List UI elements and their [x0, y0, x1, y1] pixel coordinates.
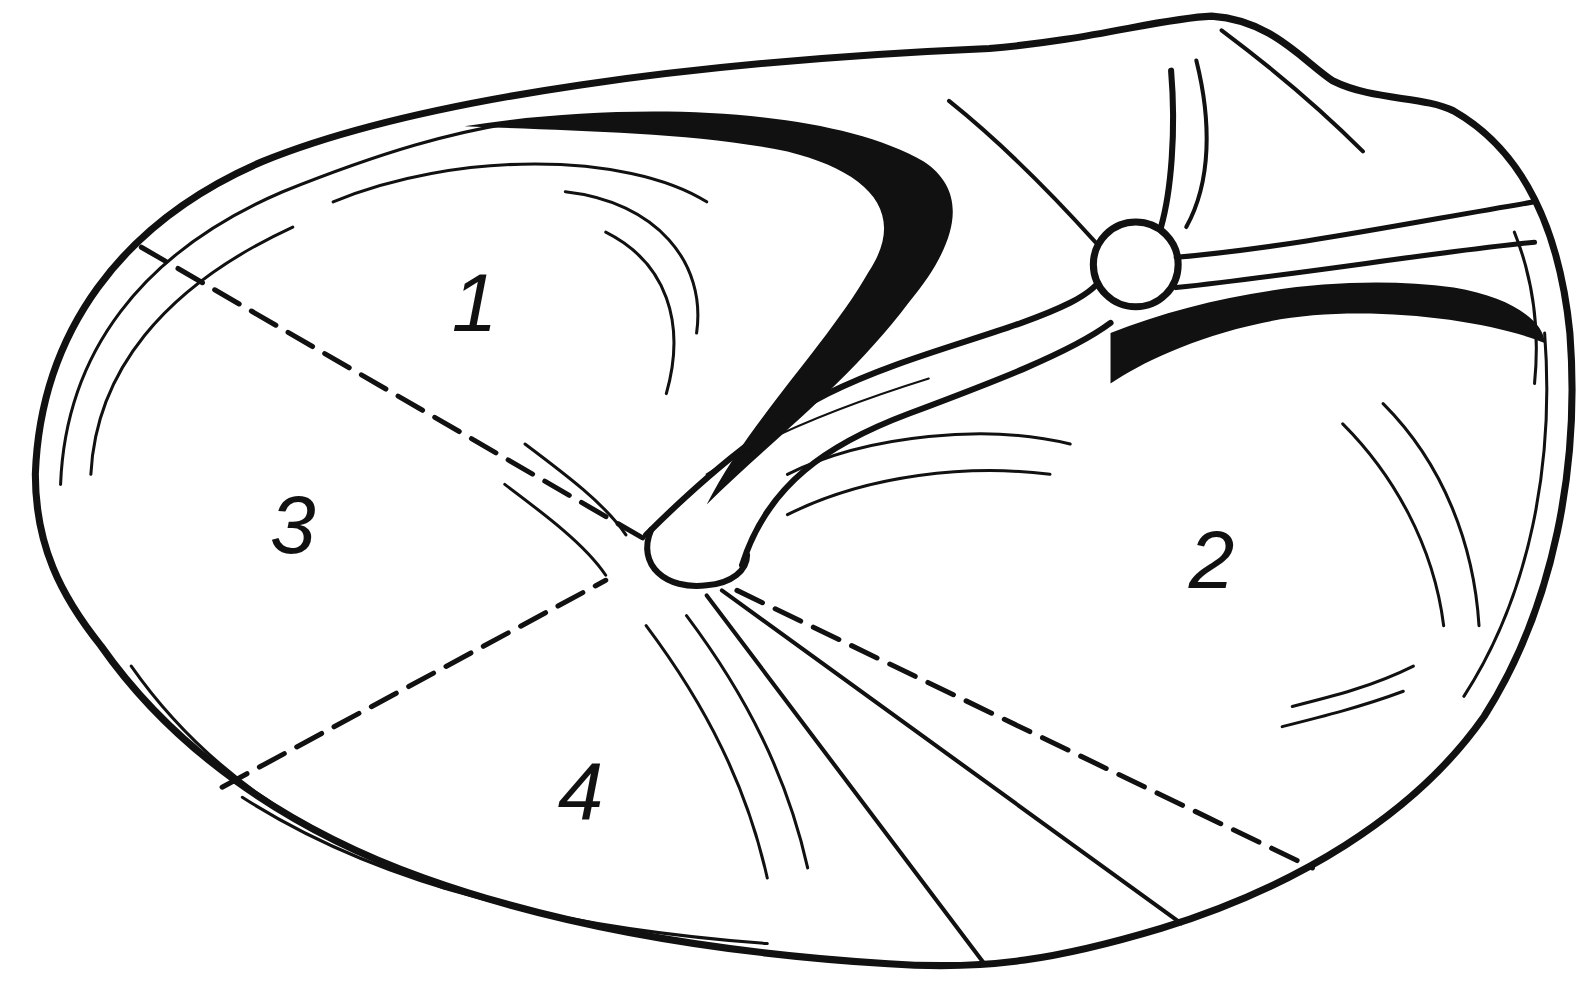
division-line [141, 247, 646, 540]
callout-number: 1 [452, 262, 498, 344]
callout-number: 2 [1189, 519, 1235, 601]
central-pit [1093, 222, 1178, 307]
callout-number: 4 [558, 751, 604, 833]
cusp-shadow [464, 112, 952, 505]
division-line [737, 590, 1312, 868]
callout-number: 3 [270, 484, 316, 566]
crown-outline [35, 16, 1572, 966]
division-line [222, 580, 606, 787]
